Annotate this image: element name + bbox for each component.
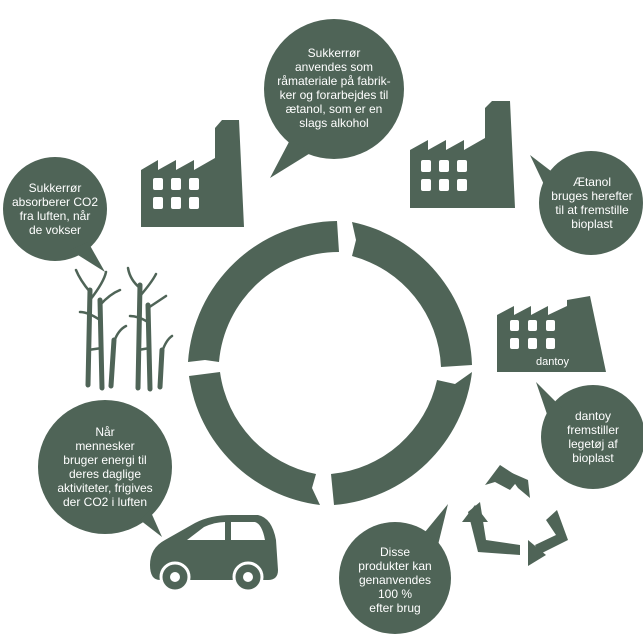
text-line: efter brug <box>369 601 421 615</box>
text-line: produkter kan <box>358 559 432 573</box>
text-line: dantoy <box>574 409 611 423</box>
cycle-segment-bottom-left <box>189 372 320 505</box>
text-line: absorberer CO2 <box>11 195 99 209</box>
car-icon <box>150 515 278 593</box>
cycle-ring <box>188 221 472 505</box>
text-line: mennesker <box>75 439 135 453</box>
factory-icon <box>141 120 244 227</box>
text-line: bruges herefter <box>551 189 633 203</box>
cycle-segment-top-left <box>188 221 339 362</box>
cycle-segment-bottom-right <box>331 372 472 505</box>
text-line: Sukkerrør <box>307 46 361 60</box>
text-line: deres daglige <box>68 467 142 481</box>
bubble-absorb <box>3 157 107 272</box>
text-line: Ætanol <box>572 175 611 189</box>
text-line: de vokser <box>28 223 81 237</box>
text-line: fremstiller <box>566 423 619 437</box>
text-line: bioplast <box>571 217 613 231</box>
bubble-recycle-text: Disse produkter kan genanvendes 100 % ef… <box>343 542 447 618</box>
bubble-toys <box>536 382 643 489</box>
text-line: bioplast <box>572 451 614 465</box>
bubble-raw-material <box>264 19 404 178</box>
text-line: bruger energi til <box>63 453 147 467</box>
bubble-energy <box>38 400 172 537</box>
text-line: der CO2 i luften <box>62 495 148 509</box>
dantoy-logo: dantoy <box>536 356 570 368</box>
text-line: genanvendes <box>358 573 432 587</box>
bubble-toys-text: dantoy fremstiller legetøj af bioplast <box>543 403 643 471</box>
bubble-bioplastic-text: Ætanol bruges herefter til at fremstille… <box>542 169 642 237</box>
text-line: legetøj af <box>568 437 618 451</box>
text-line: anvendes som <box>294 60 374 74</box>
text-line: Sukkerrør <box>28 181 82 195</box>
text-line: Når <box>95 425 115 439</box>
dantoy-factory-icon <box>497 296 606 372</box>
text-line: 100 % <box>377 587 412 601</box>
text-line: ætanol, som er en <box>285 102 383 116</box>
text-line: ker og forarbejdes til <box>279 88 389 102</box>
bubble-raw-material-text: Sukkerrør anvendes som råmateriale på fa… <box>268 38 400 138</box>
text-line: slags alkohol <box>299 116 369 130</box>
bubble-recycle <box>339 504 451 634</box>
bubble-absorb-text: Sukkerrør absorberer CO2 fra luften, når… <box>5 175 105 243</box>
text-line: til at fremstille <box>555 203 629 217</box>
text-line: fra luften, når <box>19 209 91 223</box>
bubble-energy-text: Når mennesker bruger energi til deres da… <box>40 415 170 519</box>
text-line: Disse <box>379 545 410 559</box>
text-line: råmateriale på fabrik- <box>277 74 391 88</box>
text-line: aktiviteter, frigives <box>57 481 153 495</box>
bubble-bioplastic <box>530 151 643 255</box>
cycle-segment-top-right <box>352 222 472 367</box>
recycle-icon <box>462 465 568 566</box>
sugarcane-icon <box>74 266 174 392</box>
factory-icon <box>410 101 515 208</box>
